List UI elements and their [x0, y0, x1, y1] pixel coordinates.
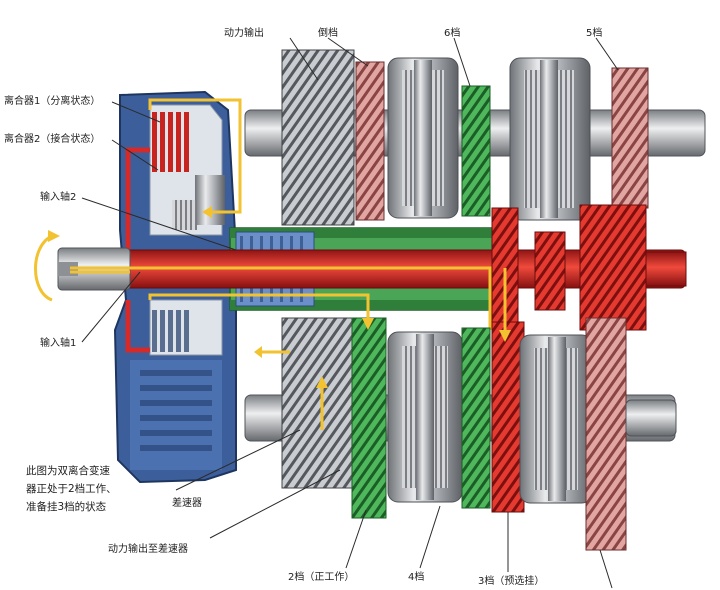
label-gear3: 3档（预选挂） — [478, 574, 544, 587]
upper-synchro-right — [509, 57, 591, 221]
input-rotation-arrow — [34, 234, 53, 302]
lower-output-gear — [281, 317, 353, 489]
upper-synchro-left — [387, 57, 459, 219]
upper-output-gear — [281, 49, 355, 226]
lower-synchro-right — [519, 334, 593, 504]
shaft1-gear-c — [579, 204, 647, 331]
label-gear5: 5档 — [586, 26, 602, 39]
label-gear2: 2档（正工作） — [288, 570, 354, 583]
gear5 — [611, 67, 649, 209]
gear3 — [491, 321, 525, 513]
gear2 — [351, 317, 387, 519]
label-gear6: 6档 — [444, 26, 460, 39]
shaft1-gear-b — [534, 231, 566, 311]
clutch2-plates — [152, 310, 189, 352]
clutch1-plates — [152, 112, 189, 172]
lower-pink-gear — [585, 317, 627, 551]
label-power-output: 动力输出 — [224, 26, 264, 39]
label-input-shaft1: 输入轴1 — [40, 336, 76, 349]
power-flow-lines — [148, 98, 507, 430]
gear6 — [461, 85, 491, 217]
label-differential: 差速器 — [172, 496, 202, 509]
power-flow-center — [70, 266, 492, 330]
label-gear4: 4档 — [408, 570, 424, 583]
reverse-gear — [355, 61, 385, 221]
label-input-shaft2: 输入轴2 — [40, 190, 76, 203]
note-line3: 准备挂3档的状态 — [26, 500, 107, 513]
gear4 — [461, 327, 491, 509]
note-line1: 此图为双离合变速 — [26, 464, 110, 477]
label-clutch1: 离合器1（分离状态） — [4, 94, 100, 107]
label-clutch2: 离合器2（接合状态） — [4, 132, 100, 145]
shaft1-end — [645, 251, 687, 287]
note-line2: 器正处于2档工作、 — [26, 482, 117, 495]
label-power-to-differential: 动力输出至差速器 — [108, 542, 188, 555]
leader-lines — [81, 37, 619, 589]
power-flow-arrowheads — [202, 206, 511, 388]
lower-synchro-left — [387, 331, 463, 503]
label-reverse-gear: 倒档 — [318, 26, 338, 39]
